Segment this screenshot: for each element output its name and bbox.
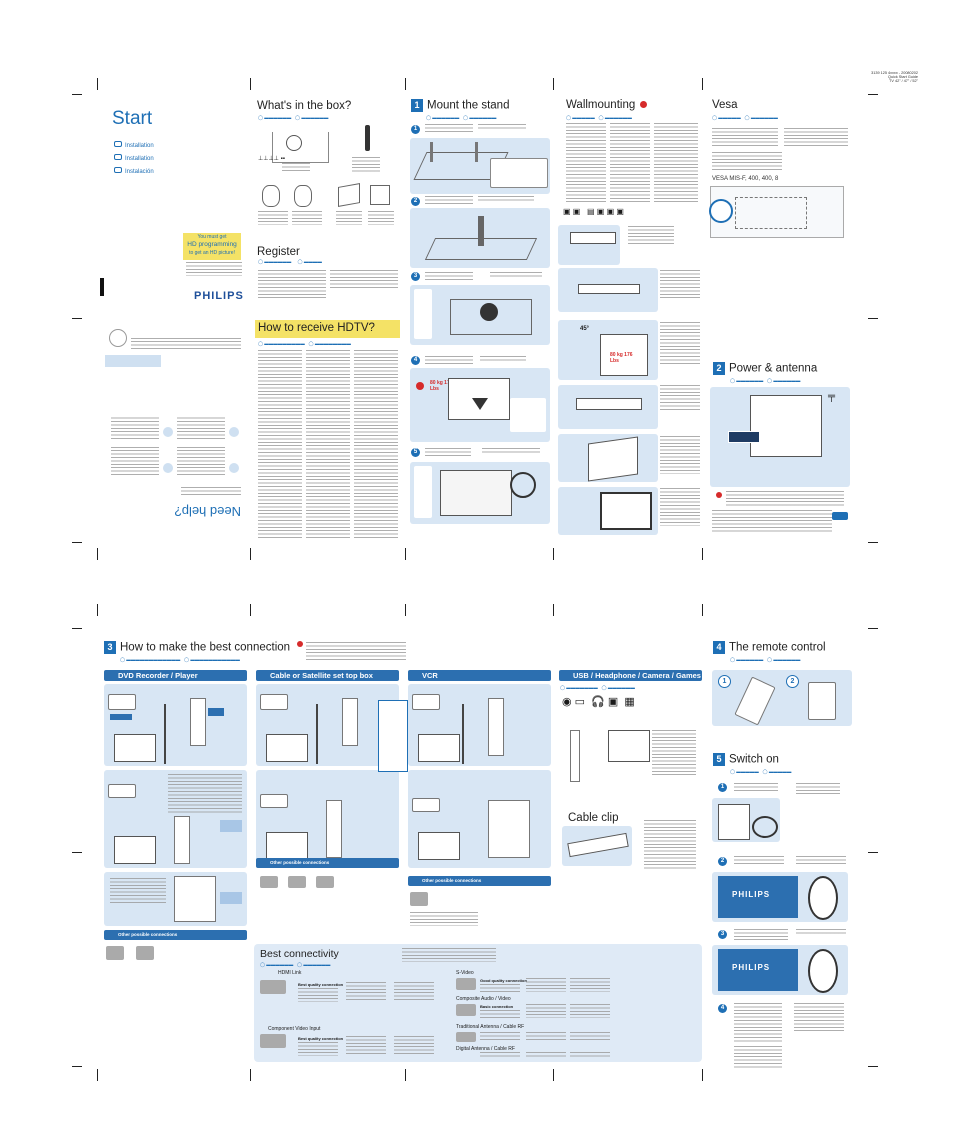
mount-step4-image: 80 kg 176 Lbs — [410, 368, 550, 442]
need-help-panel: Need help? — [100, 325, 245, 525]
mount-step2-image — [410, 208, 550, 268]
start-title: Start — [112, 108, 153, 129]
start-item-es[interactable]: Instalación — [114, 167, 154, 175]
mount-heading: 1 Mount the stand — [411, 99, 509, 112]
mount-title: Mount the stand — [427, 99, 510, 112]
digital-rf-group-label: Digital Antenna / Cable RF — [456, 1046, 515, 1052]
switch-on-title: Switch on — [729, 753, 779, 766]
warning-icon — [640, 101, 648, 108]
box-title: What's in the box? — [257, 100, 352, 112]
usb-device-icons: ◉ ▭ 🎧 ▣ ▦ — [562, 696, 635, 708]
svideo-group-label: S-Video — [456, 970, 474, 976]
wallmount-weight: 80 kg 176 Lbs — [610, 352, 633, 364]
register-title: Register — [257, 246, 300, 258]
vcr-other-bar: Other possible connections — [408, 876, 551, 886]
switch-on-heading: 5 Switch on — [713, 753, 779, 766]
remote-step-number: 4 — [713, 641, 725, 654]
dvd-diagram-2 — [104, 770, 247, 868]
vesa-spec: VESA MIS-F, 400, 400, 8 — [712, 176, 779, 182]
vesa-title: Vesa — [712, 99, 738, 111]
vcr-bar: VCR — [408, 670, 551, 681]
mount-step1-image — [410, 138, 550, 194]
vcr-diagram-1 — [408, 684, 551, 766]
need-help-title: Need help? — [174, 504, 242, 519]
best-connectivity-panel: Best connectivity ◯ ▬▬▬▬▬▬ ◯ ▬▬▬▬▬▬ HDMI… — [254, 944, 702, 1062]
vesa-diagram — [709, 186, 844, 238]
mount-step-number: 1 — [411, 99, 423, 112]
remote-image — [365, 125, 370, 151]
stand-base-image — [272, 132, 329, 163]
hdtv-title: How to receive HDTV? — [258, 322, 375, 334]
dvd-bar: DVD Recorder / Player — [104, 670, 247, 681]
start-language-list: Installation Installation Instalación — [114, 141, 154, 175]
usb-bar: USB / Headphone / Camera / Games — [559, 670, 702, 681]
cable-clip-title: Cable clip — [568, 812, 619, 824]
mount-step3-image — [410, 285, 550, 345]
doc-model: TV 42" / 47" / 52" — [889, 79, 918, 83]
cable-bar: Cable or Satellite set top box — [256, 670, 399, 681]
start-item-en[interactable]: Installation — [114, 141, 154, 149]
wallmount-angle: 45° — [580, 326, 590, 332]
mount-step5-image — [410, 462, 550, 524]
cable-other-bar: Other possible connections — [256, 858, 399, 868]
power-image: ╤ — [710, 387, 850, 487]
mount-weight-label: 80 kg 176 Lbs — [430, 380, 453, 392]
vcr-diagram-2 — [408, 770, 551, 868]
hdmi-group-label: HDMI Link — [278, 970, 302, 976]
best-conn-title: Best connectivity — [260, 948, 339, 960]
remote-heading: 4 The remote control — [713, 641, 826, 654]
edge-marker — [100, 278, 104, 296]
power-heading: 2 Power & antenna — [713, 362, 817, 375]
doc-ref: Quick Start Guide — [888, 75, 918, 79]
wallmount-title: Wallmounting — [566, 99, 636, 111]
connection-heading: 3 How to make the best connection — [104, 641, 290, 654]
screen-brand-2: PHILIPS — [732, 963, 771, 972]
rf-group-label: Traditional Antenna / Cable RF — [456, 1024, 525, 1030]
connection-title: How to make the best connection — [120, 641, 291, 654]
start-item-fr[interactable]: Installation — [114, 154, 154, 162]
doc-id: 3139 125 4xxxx - 20080202 — [871, 71, 918, 75]
remote-title: The remote control — [729, 641, 826, 654]
switch-on-step-number: 5 — [713, 753, 725, 766]
dvd-other-bar: Other possible connections — [104, 930, 247, 940]
component-group-label: Component Video Input — [268, 1026, 321, 1032]
connection-step-number: 3 — [104, 641, 116, 654]
tool-icons: ▣ ▣ ▤ ▣ ▣ ▣ — [563, 207, 624, 216]
power-title: Power & antenna — [729, 362, 818, 375]
dvd-diagram-1 — [104, 684, 247, 766]
hd-callout: You must get HD programming to get an HD… — [183, 233, 241, 260]
philips-logo: PHILIPS — [194, 290, 244, 302]
document-header: 3139 125 4xxxx - 20080202 Quick Start Gu… — [778, 71, 918, 83]
composite-group-label: Composite Audio / Video — [456, 996, 511, 1002]
screen-brand-1: PHILIPS — [732, 890, 771, 899]
cable-diagram-1 — [256, 684, 399, 766]
wallmount-heading: Wallmounting — [566, 99, 648, 111]
remote-battery-image: 1 2 — [712, 670, 852, 726]
cable-diagram-2 — [256, 770, 399, 868]
power-step-number: 2 — [713, 362, 725, 375]
